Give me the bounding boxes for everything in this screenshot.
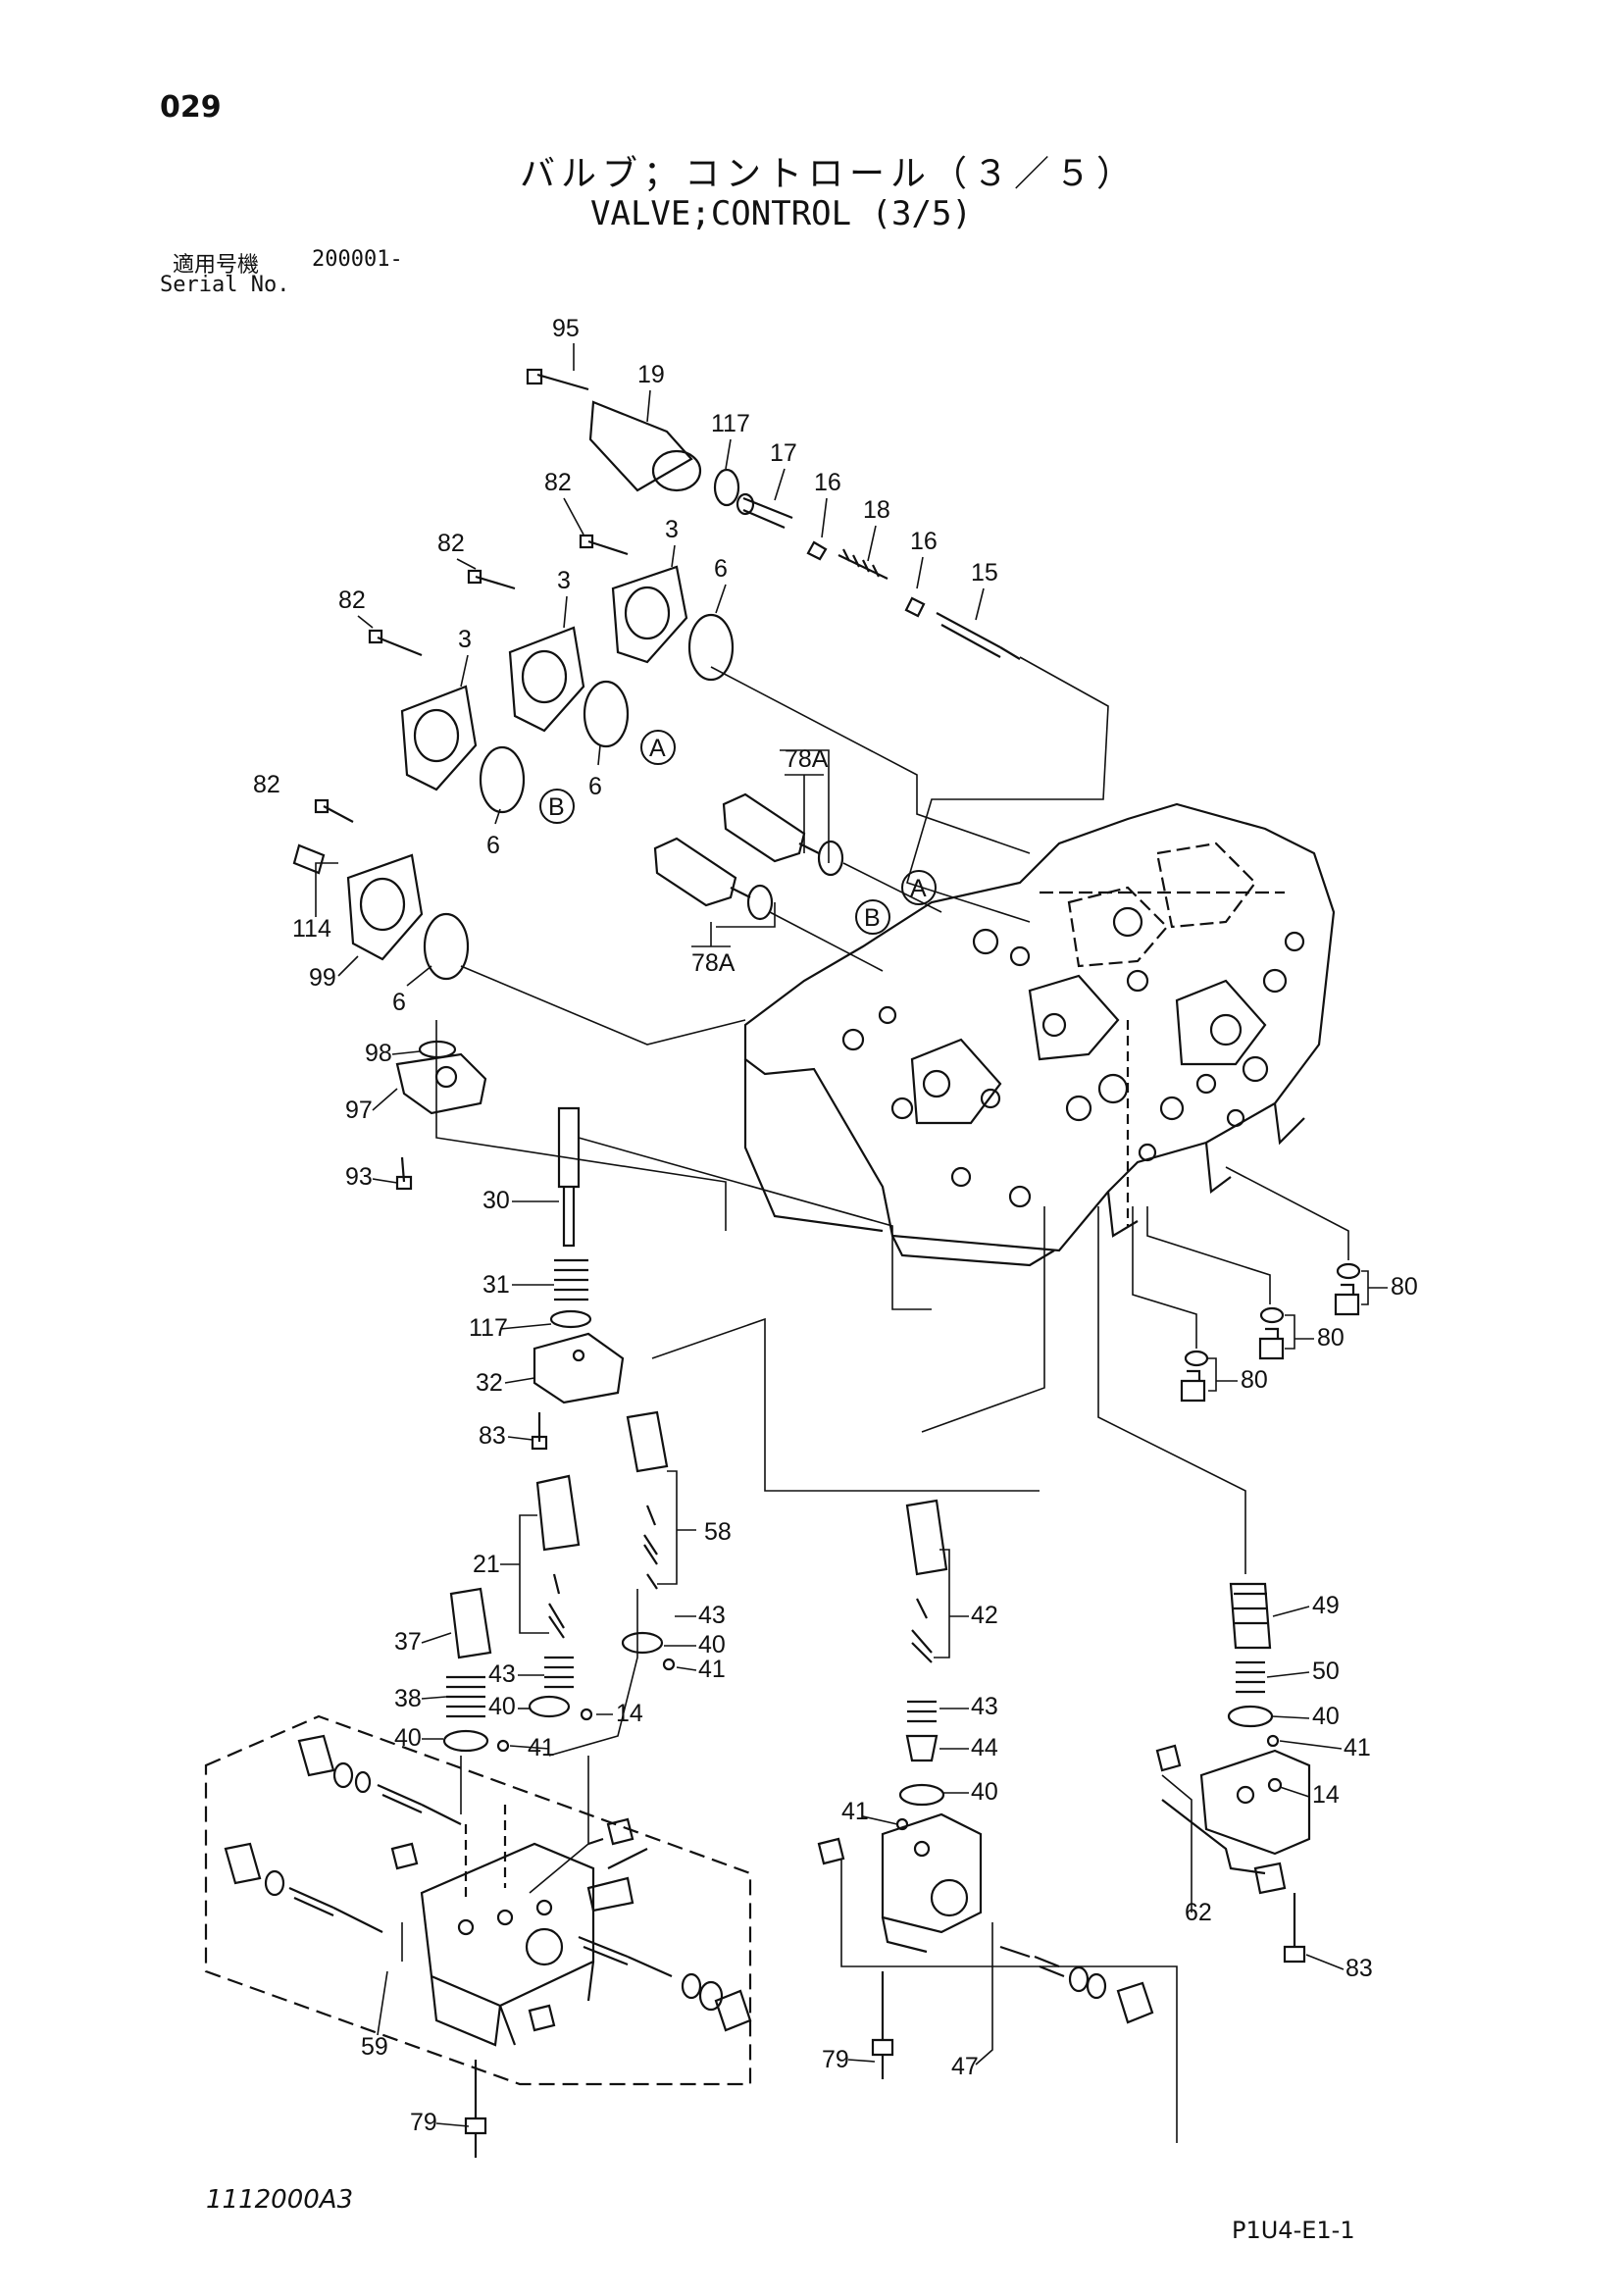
callout-41: 41 <box>841 1798 869 1825</box>
callout-41: 41 <box>698 1656 726 1683</box>
callout-17: 17 <box>770 439 797 467</box>
valve-body-47 <box>817 1206 1246 2143</box>
callout-6: 6 <box>714 555 728 583</box>
callout-labels: 95 19 117 17 16 18 16 15 82 82 82 82 3 3… <box>253 315 1418 2136</box>
callout-80: 80 <box>1391 1273 1418 1301</box>
callout-43: 43 <box>971 1693 998 1720</box>
callout-82: 82 <box>253 771 280 798</box>
callout-62: 62 <box>1185 1899 1212 1926</box>
leader-lines <box>315 343 1388 2127</box>
callout-42: 42 <box>971 1602 998 1629</box>
callout-117: 117 <box>469 1314 508 1342</box>
callout-79: 79 <box>410 2109 437 2136</box>
port-callout-a: A <box>910 875 927 902</box>
callout-78a: 78A <box>691 949 736 977</box>
flange-group <box>368 534 1031 854</box>
callout-82: 82 <box>338 587 366 614</box>
callout-30: 30 <box>482 1187 510 1214</box>
callout-18: 18 <box>863 496 890 524</box>
callout-80: 80 <box>1241 1366 1268 1394</box>
serial-label-english: Serial No. <box>160 273 290 297</box>
serial-number-value: 200001- <box>312 247 403 272</box>
callout-6: 6 <box>486 832 500 859</box>
callout-43: 43 <box>698 1602 726 1629</box>
solenoid-group-21 <box>442 1474 676 1894</box>
serial-label-japanese: 適用号機 <box>173 253 260 278</box>
relief-valve-78a <box>653 749 942 972</box>
sheet-code: P1U4-E1-1 <box>1232 2217 1355 2244</box>
callout-3: 3 <box>557 567 571 594</box>
callout-83: 83 <box>479 1422 506 1450</box>
callout-40: 40 <box>488 1693 516 1720</box>
callout-114: 114 <box>292 915 331 943</box>
valve-body-62 <box>1155 1582 1311 1964</box>
callout-80: 80 <box>1317 1324 1345 1352</box>
flange-99-group <box>292 798 746 1046</box>
callout-59: 59 <box>361 2033 388 2061</box>
page-title-japanese: バルブ；コントロール（３／５） <box>520 154 1139 194</box>
callout-82: 82 <box>437 530 465 557</box>
callout-3: 3 <box>665 516 679 543</box>
callout-38: 38 <box>394 1685 422 1712</box>
callout-50: 50 <box>1312 1658 1340 1685</box>
callout-78a: 78A <box>785 745 829 773</box>
callout-98: 98 <box>365 1040 392 1067</box>
callout-93: 93 <box>345 1163 373 1191</box>
callout-15: 15 <box>971 559 998 587</box>
plug-group-80 <box>1132 1166 1361 1403</box>
callout-79: 79 <box>822 2046 849 2073</box>
callout-43: 43 <box>488 1660 516 1688</box>
callout-40: 40 <box>971 1778 998 1806</box>
callout-95: 95 <box>552 315 580 342</box>
left-plug-group <box>395 1020 932 1451</box>
callout-3: 3 <box>458 626 472 653</box>
callout-40: 40 <box>1312 1703 1340 1730</box>
callout-16: 16 <box>814 469 841 496</box>
callout-14: 14 <box>616 1700 643 1727</box>
callout-99: 99 <box>309 964 336 992</box>
spool-group-58 <box>548 1317 1040 1757</box>
callout-31: 31 <box>482 1271 510 1299</box>
callout-6: 6 <box>588 773 602 800</box>
main-valve-block <box>743 802 1336 1267</box>
top-relief-valve-group <box>526 368 1109 923</box>
port-callout-b: B <box>864 904 881 932</box>
callout-47: 47 <box>951 2053 979 2080</box>
callout-21: 21 <box>473 1551 500 1578</box>
callout-37: 37 <box>394 1628 422 1656</box>
callout-58: 58 <box>704 1518 732 1546</box>
callout-117: 117 <box>711 410 750 437</box>
callout-44: 44 <box>971 1734 998 1761</box>
pilot-valve-assembly-59 <box>204 1714 752 2158</box>
drawing-code: 1112000A3 <box>206 2185 354 2215</box>
callout-16: 16 <box>910 528 938 555</box>
callout-32: 32 <box>476 1369 503 1397</box>
port-callout-b: B <box>548 793 565 821</box>
callout-97: 97 <box>345 1097 373 1124</box>
callout-14: 14 <box>1312 1781 1340 1809</box>
callout-82: 82 <box>544 469 572 496</box>
callout-6: 6 <box>392 989 406 1016</box>
callout-40: 40 <box>698 1631 726 1658</box>
callout-19: 19 <box>637 361 665 388</box>
callout-83: 83 <box>1345 1955 1373 1982</box>
page-title-english: VALVE;CONTROL (3/5) <box>590 194 972 233</box>
callout-49: 49 <box>1312 1592 1340 1619</box>
callout-40: 40 <box>394 1724 422 1752</box>
page-number: 029 <box>160 90 222 125</box>
port-callout-a: A <box>649 735 666 762</box>
callout-41: 41 <box>1344 1734 1371 1761</box>
